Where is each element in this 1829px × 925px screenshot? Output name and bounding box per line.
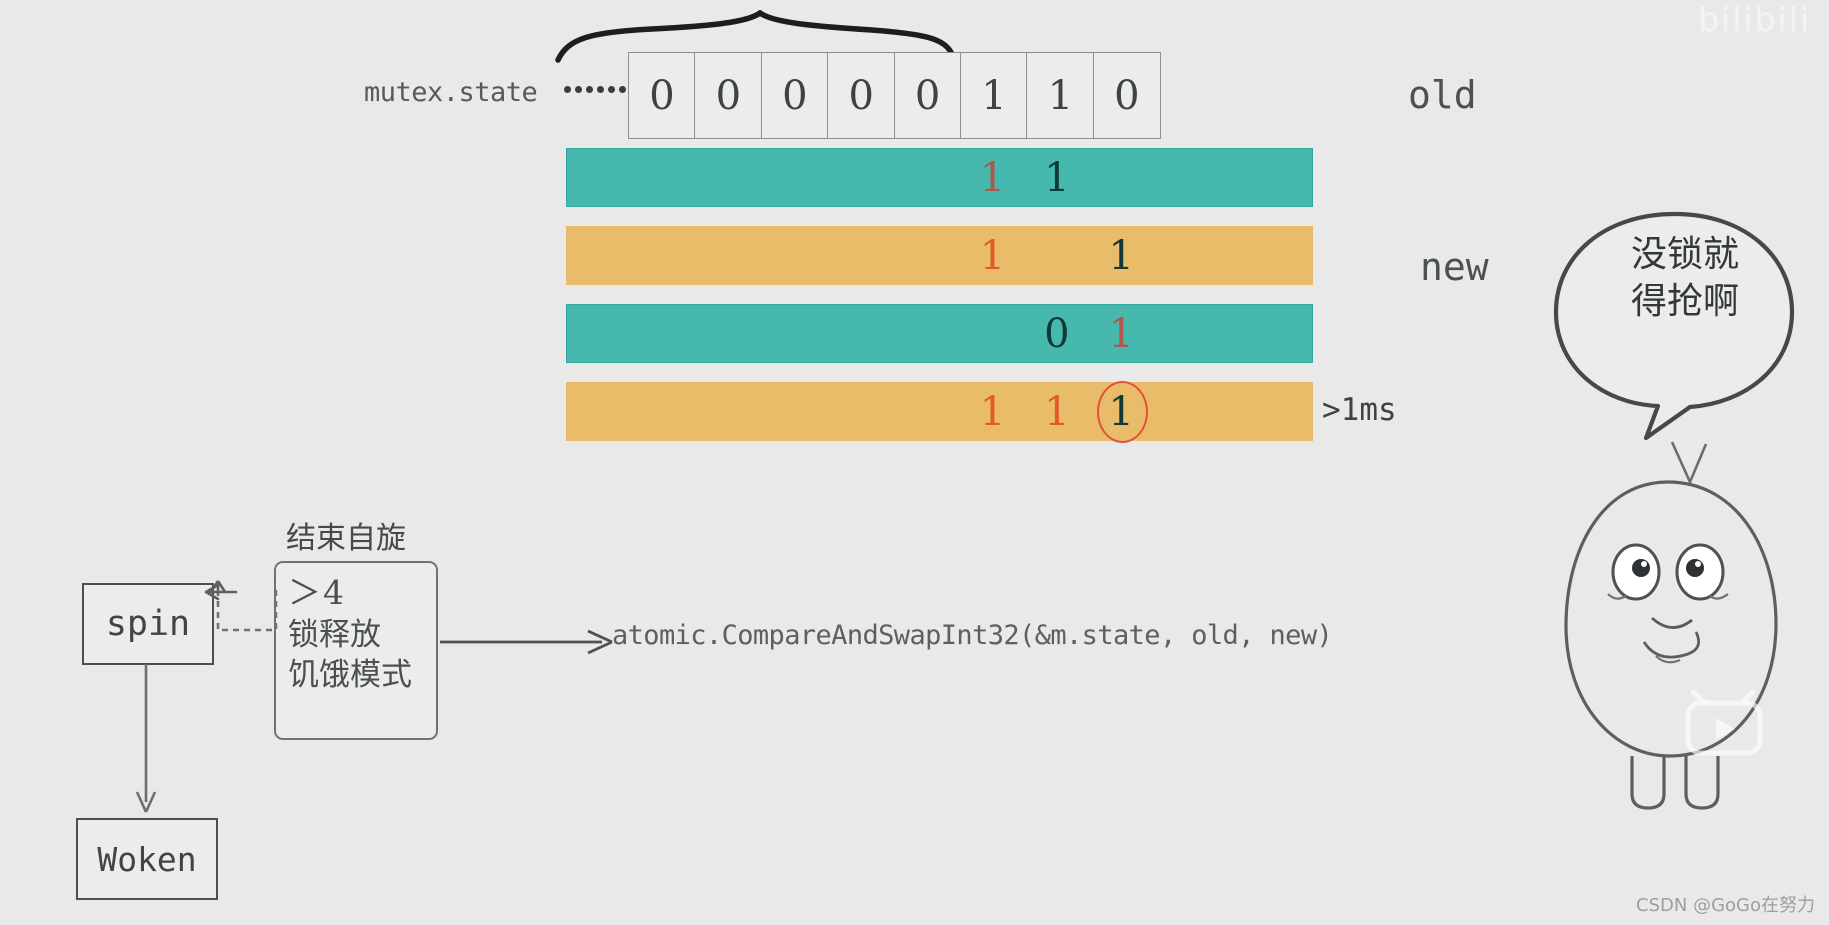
brace-icon bbox=[555, 10, 955, 63]
speech-bubble-icon bbox=[1553, 211, 1795, 441]
row-2-bit-1 bbox=[637, 236, 703, 276]
row-4-bit-6: 1 bbox=[979, 388, 1006, 435]
row-4-bit-1 bbox=[637, 392, 703, 432]
bit-cell-4: 0 bbox=[827, 52, 896, 139]
row-3-bit-2 bbox=[702, 314, 768, 354]
row-1-bit-4 bbox=[831, 158, 897, 198]
row-3-bit-5 bbox=[895, 314, 961, 354]
condition-line-unlock: 锁释放 bbox=[288, 616, 381, 653]
bit-cell-5: 0 bbox=[893, 52, 962, 139]
csdn-watermark: CSDN @GoGo在努力 bbox=[1636, 895, 1815, 916]
bit-cell-7: 1 bbox=[1026, 52, 1095, 139]
row-4-bit-7: 1 bbox=[1044, 388, 1070, 435]
row-2-bit-5 bbox=[895, 236, 961, 276]
end-spin-label: 结束自旋 bbox=[286, 521, 406, 556]
condition-line-starving: 饥饿模式 bbox=[288, 657, 412, 694]
old-label: old bbox=[1408, 73, 1477, 117]
condition-line-gt4: ＞4 bbox=[288, 573, 346, 612]
woken-box: Woken bbox=[76, 818, 218, 900]
row-1-bit-3 bbox=[766, 158, 832, 198]
row-3-bit-7: 0 bbox=[1044, 310, 1070, 357]
spin-box: spin bbox=[82, 583, 214, 665]
bit-cell-3: 0 bbox=[760, 52, 829, 139]
speech-line-2: 得抢啊 bbox=[1630, 280, 1739, 322]
speech-bubble-text: 没锁就 得抢啊 bbox=[1596, 232, 1774, 326]
state-row-new-amber: 1 1 bbox=[566, 226, 1313, 285]
bilibili-tv-icon bbox=[1685, 689, 1763, 756]
highlight-circle-icon: 1 bbox=[1095, 380, 1149, 443]
row-3-bit-3 bbox=[766, 314, 832, 354]
row-3-bit-4 bbox=[831, 314, 897, 354]
row-3-bit-8: 1 bbox=[1108, 310, 1134, 357]
dashed-arrowhead-icon bbox=[204, 583, 238, 601]
spin-exit-condition-box: ＞4 锁释放 饥饿模式 bbox=[274, 561, 438, 740]
speech-line-1: 没锁就 bbox=[1630, 234, 1739, 275]
arrow-spin-to-woken-icon bbox=[135, 664, 157, 813]
new-label: new bbox=[1420, 245, 1489, 289]
bit-cell-2: 0 bbox=[694, 52, 763, 139]
row-2-bit-7 bbox=[1024, 236, 1090, 276]
woken-box-label: Woken bbox=[97, 839, 197, 879]
row-3-bit-1 bbox=[637, 314, 703, 354]
bit-cell-8: 0 bbox=[1092, 52, 1161, 139]
row-1-bit-1 bbox=[637, 158, 703, 198]
row-1-bit-6: 1 bbox=[979, 154, 1006, 201]
row-2-bit-8: 1 bbox=[1108, 232, 1134, 279]
row-1-bit-2 bbox=[702, 158, 768, 198]
row-1-bit-5 bbox=[895, 158, 961, 198]
row-2-bit-3 bbox=[766, 236, 832, 276]
row-4-bit-5 bbox=[895, 392, 961, 432]
egg-character-illustration bbox=[1553, 211, 1795, 810]
row-1-bit-8 bbox=[1088, 158, 1154, 198]
row-2-bit-2 bbox=[702, 236, 768, 276]
row-2-bit-4 bbox=[831, 236, 897, 276]
mutex-state-label: mutex.state bbox=[364, 77, 538, 108]
arrow-to-cas-icon bbox=[440, 629, 613, 655]
bit-cell-6: 1 bbox=[960, 52, 1029, 139]
row-4-bit-4 bbox=[831, 392, 897, 432]
bilibili-watermark: bilibili bbox=[1698, 0, 1811, 39]
bit-cell-1: 0 bbox=[628, 52, 696, 139]
row-4-bit-3 bbox=[766, 392, 832, 432]
spin-box-label: spin bbox=[105, 604, 191, 644]
row-2-bit-6: 1 bbox=[979, 232, 1006, 279]
ellipsis-icon bbox=[564, 86, 626, 93]
row-1-bit-7: 1 bbox=[1044, 154, 1070, 201]
row-3-bit-6 bbox=[959, 314, 1025, 354]
row-4-bit-2 bbox=[702, 392, 768, 432]
timeout-label: >1ms bbox=[1322, 392, 1397, 428]
cas-call-code: atomic.CompareAndSwapInt32(&m.state, old… bbox=[612, 620, 1333, 651]
row-4-bit-8: 1 bbox=[1088, 380, 1154, 443]
